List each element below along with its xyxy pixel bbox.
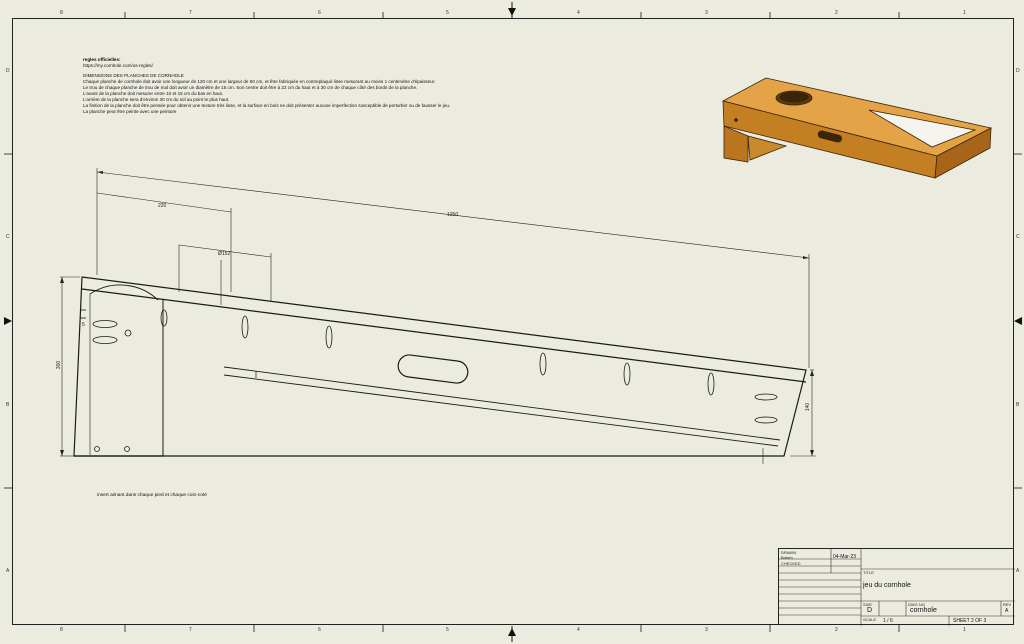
zone-label: 7 [189, 10, 192, 16]
dwg-no: cornhole [910, 607, 937, 614]
zone-label: A [6, 568, 10, 574]
zone-label: D [1016, 68, 1020, 74]
title-label: TITLE [863, 570, 874, 575]
checked-label: CHECKED [781, 561, 801, 566]
note-line: La planche peut être peinte avec une pei… [83, 109, 177, 114]
zone-label: B [1016, 402, 1020, 408]
zone-label: 8 [60, 627, 63, 633]
note-line: La finition de la planche doit être pens… [83, 103, 451, 108]
zone-label: 1 [963, 10, 966, 16]
insert-note: insert aimant dans chaque pied et chaque… [97, 493, 207, 498]
dim-label: 300 [56, 360, 63, 370]
zone-label: 4 [577, 10, 580, 16]
drawing-title: jeu du cornhole [863, 582, 911, 589]
zone-label: C [1016, 234, 1020, 240]
scale-label: SCALE [863, 617, 877, 622]
dim-label: Ø152 [218, 251, 231, 257]
dim-label: 220 [158, 203, 167, 209]
zone-label: D [6, 68, 10, 74]
zone-label: 3 [705, 10, 708, 16]
zone-label: 3 [705, 627, 708, 633]
zone-label: 6 [318, 10, 321, 16]
dim-label: 5 [82, 322, 85, 328]
zone-label: 4 [577, 627, 580, 633]
title-block: DRAWN Bdmm CHECKED 04-Mar-23 TITLE jeu d… [778, 548, 1015, 626]
rev-label: REV [1003, 602, 1012, 607]
drawn-label: DRAWN [781, 550, 796, 555]
note-line: Le trou de chaque planche de trou de mal… [83, 85, 418, 90]
zone-label: 2 [835, 10, 838, 16]
zone-label: 7 [189, 627, 192, 633]
sheet-size: D [867, 607, 873, 614]
zone-label: B [6, 402, 10, 408]
cornhole-3d-view [721, 77, 993, 179]
drawn-by: Bdmm [781, 555, 793, 560]
rules-url: https://my.cornhole.com/us-regles/ [83, 63, 153, 68]
sheet-number: SHEET 2 OF 3 [953, 618, 987, 624]
revision: A [1005, 608, 1009, 614]
center-mark-icon [4, 2, 1022, 642]
zone-label: 5 [446, 10, 449, 16]
zone-label: A [1016, 568, 1020, 574]
zone-label: C [6, 234, 10, 240]
note-line: L'arrière de la planche sera d'environ 3… [83, 97, 230, 102]
scale-value: 1 / 6 [883, 618, 893, 624]
zone-label: 8 [60, 10, 63, 16]
drawing-frame [12, 18, 1014, 625]
note-line: L'avant de la planche doit mesurer entre… [83, 91, 224, 96]
dim-label: 1250 [447, 212, 459, 218]
note-line: Chaque planche de cornhole doit avoir un… [83, 79, 436, 84]
drawing-date: 04-Mar-23 [833, 554, 857, 560]
zone-label: 1 [963, 627, 966, 633]
drawing-notes: regles officielles: https://my.cornhole.… [83, 57, 503, 115]
rules-title: regles officielles: [83, 57, 121, 62]
dwg-no-label: DWG NO [908, 602, 925, 607]
dimensions-title: DIMENSIONS DES PLANCHES DE CORNHOLE [83, 73, 184, 78]
zone-label: 2 [835, 627, 838, 633]
zone-label: 5 [446, 627, 449, 633]
size-label: SIZE [863, 602, 872, 607]
zone-label: 6 [318, 627, 321, 633]
dim-label: 140 [805, 402, 812, 412]
